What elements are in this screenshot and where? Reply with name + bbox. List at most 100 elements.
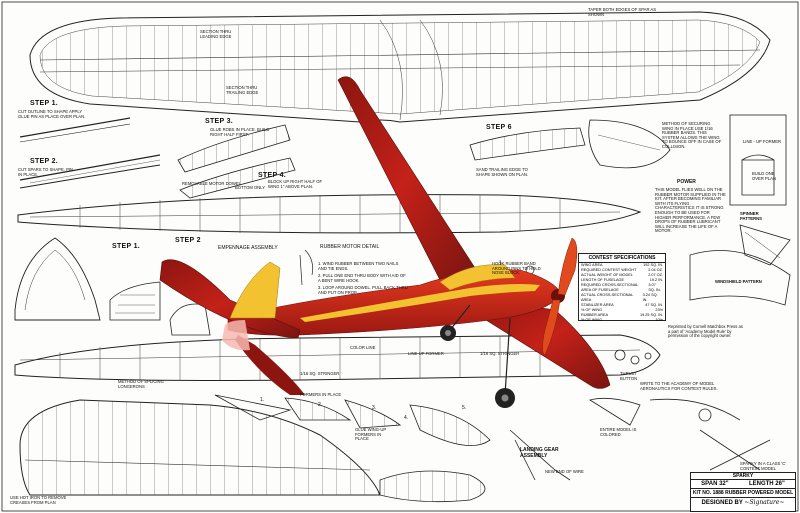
contest-row-label: RUBBER AREA xyxy=(581,313,609,317)
note-write: WRITE TO THE ACADEMY OF MODEL AERONAUTIC… xyxy=(640,381,718,391)
note-glue-ribs: GLUE ROBS IN PLACE. BUILD RIGHT HALF FIR… xyxy=(210,127,270,137)
dimensions-row: SPAN 32" LENGTH 26" xyxy=(691,479,795,489)
model-name: SPARKY xyxy=(732,473,754,479)
landing-gear-drawing xyxy=(509,349,652,481)
note-cut-outline: CUT OUTLINE TO SHAPE APPLY GLUE PIN AS P… xyxy=(18,109,86,119)
part-number-5: 5. xyxy=(462,405,467,411)
contest-row: % OF WING 23% xyxy=(579,308,665,313)
note-loop: 3. LOOP AROUND DOWEL. PULL BACK THRU AND… xyxy=(318,285,408,295)
contest-row-value: 10% xyxy=(655,318,663,322)
step2-mid-label: STEP 2 xyxy=(175,237,201,244)
note-cut-spars: CUT SPARS TO SHAPE. PIN IN PLACE. xyxy=(18,167,74,177)
note-stringer-half: 1/16 SQ. STRINGER xyxy=(300,371,340,376)
contest-row-value: 2.07 OZ. xyxy=(648,273,663,277)
note-reprinted: Reprinted by Cornell Matchbox Press as a… xyxy=(668,324,743,339)
contest-row: ACTUAL WEIGHT OF MODEL 2.07 OZ. xyxy=(579,273,665,278)
contest-row: REQUIRED CROSS-SECTIONAL AREA OF FUSELAG… xyxy=(579,283,665,293)
contest-row-value: 19.2 IN. xyxy=(649,278,663,282)
step1-top-label: STEP 1. xyxy=(30,100,59,107)
note-build-one: BUILD ONE OVER PLAN xyxy=(752,171,776,181)
left-formers xyxy=(14,237,211,336)
step6-wing xyxy=(469,119,671,169)
contest-row-label: LENGTH OF FUSELAGE xyxy=(581,278,625,282)
contest-row-label: REQUIRED CONTEST WEIGHT xyxy=(581,268,637,272)
note-sand-trailing: SAND TRAILING EDGE TO SHAPE SHOWN ON PLA… xyxy=(476,167,529,177)
step-wing-halves xyxy=(177,124,296,199)
sparky-model-airplane xyxy=(159,76,611,408)
contest-row-value: 2.04 OZ. xyxy=(648,268,663,272)
contest-row: WING AREA 192 SQ. IN. xyxy=(579,263,665,268)
lower-wing-plan xyxy=(19,399,381,496)
contest-specifications-table: CONTEST SPECIFICATIONS WING AREA 192 SQ. … xyxy=(578,253,666,323)
note-line-up: LINE - UP FORMER xyxy=(742,139,782,144)
note-hook: HOOK RUBBER BAND AROUND PINS TO HOLD NOS… xyxy=(492,261,541,276)
note-windshield: WINDSHIELD PATTERN xyxy=(715,279,762,284)
span-value: SPAN 32" xyxy=(701,481,729,487)
note-remove-dowel: REMOVABLE MOTOR DOWEL xyxy=(182,181,241,186)
note-pull: 2. PULL ONE END THRU BODY WITH AID OF A … xyxy=(318,273,406,283)
part-number-3: 3. xyxy=(372,405,377,411)
note-formers-place: FORMERS IN PLACE xyxy=(300,392,342,397)
contest-row-value: 192 SQ. IN. xyxy=(643,263,663,267)
kit-number: KIT NO. 1888 RUBBER POWERED MODEL xyxy=(691,490,795,498)
step6-label: STEP 6 xyxy=(486,124,512,131)
note-line-up2: LINE-UP FORMER xyxy=(408,351,444,356)
fuselage-top-view xyxy=(17,194,642,234)
note-section-leading: SECTION THRU LEADING EDGE xyxy=(200,29,232,39)
designed-by-label: DESIGNED BY xyxy=(701,500,743,506)
contest-row-label: ACTUAL CROSS-SECTIONAL AREA xyxy=(581,293,634,302)
contest-title: CONTEST SPECIFICATIONS xyxy=(579,254,665,263)
contest-row-value: 23% xyxy=(655,308,663,312)
note-securing: METHOD OF SECURING WING IN PLACE USE 1/1… xyxy=(662,121,722,150)
title-block: SPARKY SPAN 32" LENGTH 26" KIT NO. 1888 … xyxy=(690,472,796,512)
note-glue-wing: GLUE WING-UP FORMERS IN PLACE xyxy=(355,427,387,442)
top-wing-plan xyxy=(29,11,771,123)
lower-parts xyxy=(214,394,771,503)
note-stringer: 1/16 SQ. STRINGER xyxy=(480,351,520,356)
step1-mid-label: STEP 1. xyxy=(112,243,141,250)
line-up-former xyxy=(729,114,787,206)
part-number-2: 2. xyxy=(318,402,323,408)
note-sparky-class: SPARKY IN A CLASS 'C' CONTEST MODEL xyxy=(740,461,787,471)
length-value: LENGTH 26" xyxy=(748,481,785,487)
contest-row-label: REQUIRED CROSS-SECTIONAL AREA OF FUSELAG… xyxy=(581,283,639,292)
note-bottom-only: BOTTOM ONLY xyxy=(235,185,266,190)
note-wind: 1. WIND RUBBER BETWEEN TWO NAILS AND TIE… xyxy=(318,261,399,271)
step4-label: STEP 4. xyxy=(258,172,287,179)
note-section-trailing: SECTION THRU TRAILING EDGE xyxy=(226,85,259,95)
note-power: POWER xyxy=(677,179,696,185)
contest-row: ACTUAL CROSS-SECTIONAL AREA 3.24 SQ. IN. xyxy=(579,293,665,303)
note-landing-gear: LANDING GEAR ASSEMBLY xyxy=(520,447,559,459)
contest-row-value: 3.24 SQ. IN. xyxy=(642,293,658,302)
contest-row-label: WING AREA xyxy=(581,263,603,267)
note-splicing: METHOD OF SPLICING LONGERONS xyxy=(118,379,164,389)
note-empennage: EMPENNAGE ASSEMBLY xyxy=(218,245,278,251)
contest-row-label: ACTUAL WEIGHT OF MODEL xyxy=(581,273,633,277)
designer-signature: ~Signature~ xyxy=(744,499,785,506)
step2-top-label: STEP 2. xyxy=(30,158,59,165)
part-number-4: 4. xyxy=(404,415,409,421)
contest-row-label: % OF WING xyxy=(581,318,603,322)
note-color-line: COLOR LINE xyxy=(350,345,376,350)
note-entire: ENTIRE MODEL IS COLORED xyxy=(600,427,637,437)
contest-row: % OF WING 10% xyxy=(579,318,665,323)
note-block-right: BLOCK UP RIGHT HALF OF WING 1" ABOVE PLA… xyxy=(268,179,323,189)
contest-row-label: % OF WING xyxy=(581,308,603,312)
step-spars-left xyxy=(19,117,161,189)
note-use-hot-iron: USE HOT IRON TO REMOVE CREASES FROM PLAN xyxy=(10,495,67,505)
designed-by: DESIGNED BY ~Signature~ xyxy=(691,498,795,506)
step3-label: STEP 3. xyxy=(205,118,234,125)
windshield-pattern xyxy=(689,250,791,306)
contest-row: LENGTH OF FUSELAGE 19.2 IN. xyxy=(579,278,665,283)
note-spinner: SPINNER PATTERNS xyxy=(740,211,762,221)
part-number-1: 1. xyxy=(260,397,265,403)
spinner-patterns xyxy=(739,224,791,266)
note-power-body: THIS MODEL FLIES WELL ON THE RUBBER MOTO… xyxy=(655,187,726,234)
contest-row-value: 47 SQ. IN. xyxy=(645,303,663,307)
contest-row: REQUIRED CONTEST WEIGHT 2.04 OZ. xyxy=(579,268,665,273)
note-new-end: NEW END OF WIRE xyxy=(545,469,584,474)
